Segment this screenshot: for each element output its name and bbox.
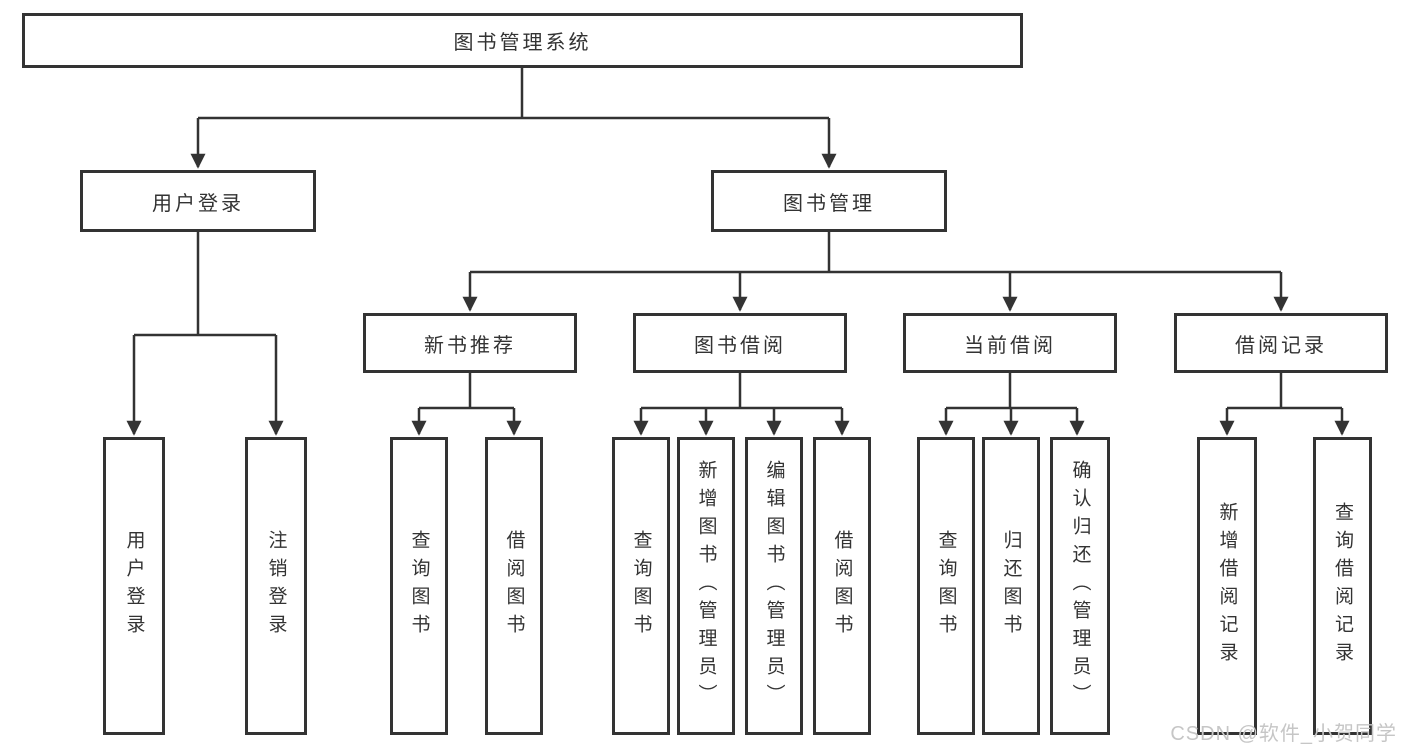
leaf-logout: 注销登录	[245, 437, 307, 735]
leaf-user-login: 用户登录	[103, 437, 165, 735]
node-new-book-recommend: 新书推荐	[363, 313, 577, 373]
leaf-borrow-books: 借阅图书	[813, 437, 871, 735]
leaf-confirm-return-admin: 确认归还（管理员）	[1050, 437, 1110, 735]
node-book-management: 图书管理	[711, 170, 947, 232]
leaf-query-books-recommend: 查询图书	[390, 437, 448, 735]
leaf-query-books-current: 查询图书	[917, 437, 975, 735]
leaf-add-borrow-record: 新增借阅记录	[1197, 437, 1257, 735]
leaf-query-books-borrow: 查询图书	[612, 437, 670, 735]
leaf-borrow-books-recommend: 借阅图书	[485, 437, 543, 735]
leaf-query-borrow-record: 查询借阅记录	[1313, 437, 1372, 735]
node-user-login: 用户登录	[80, 170, 316, 232]
node-root: 图书管理系统	[22, 13, 1023, 68]
node-book-borrowing: 图书借阅	[633, 313, 847, 373]
leaf-add-books-admin: 新增图书（管理员）	[677, 437, 735, 735]
node-current-borrowing: 当前借阅	[903, 313, 1117, 373]
leaf-return-books: 归还图书	[982, 437, 1040, 735]
node-borrowing-records: 借阅记录	[1174, 313, 1388, 373]
leaf-edit-books-admin: 编辑图书（管理员）	[745, 437, 803, 735]
